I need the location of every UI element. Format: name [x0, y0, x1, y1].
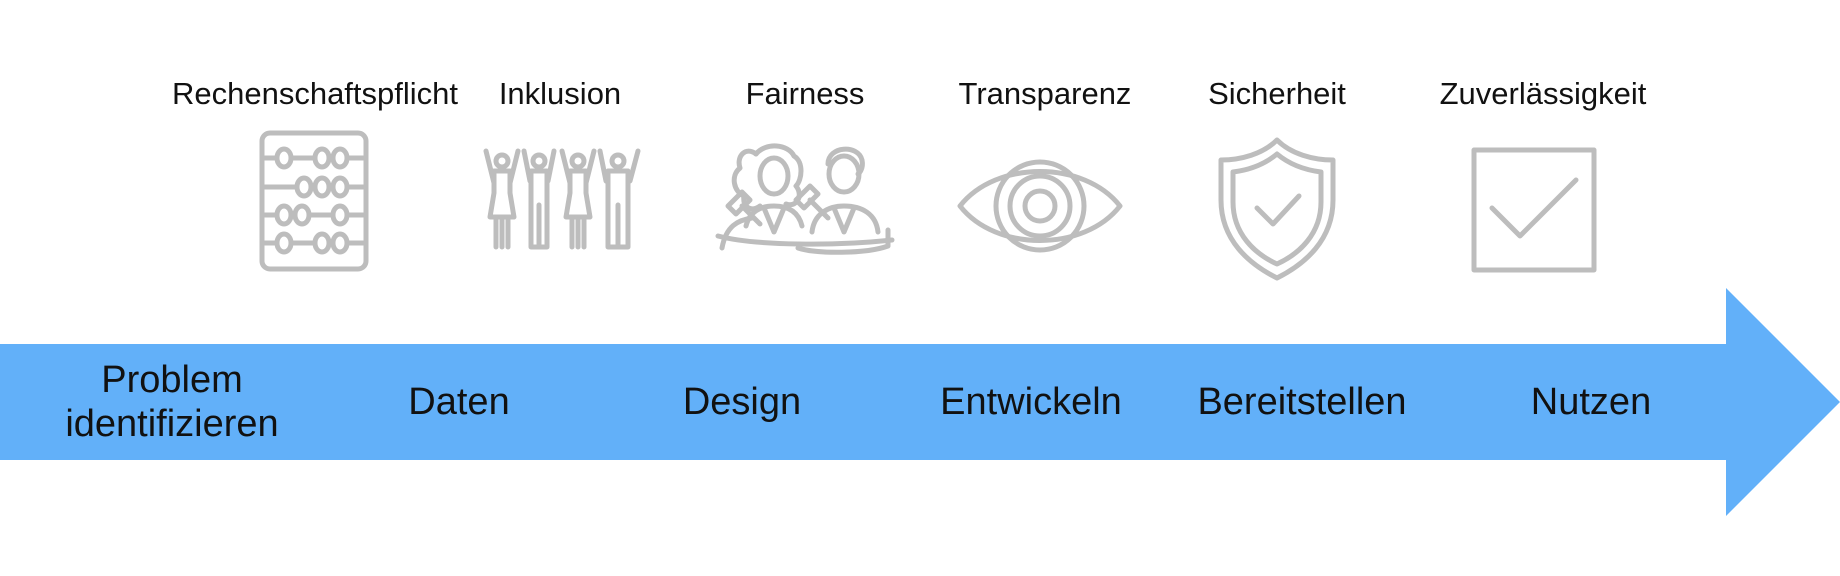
checkbox-icon	[1470, 146, 1598, 274]
principle-label-reliability: Zuverlässigkeit	[1439, 76, 1647, 111]
eye-icon	[956, 156, 1124, 256]
stage-use: Nutzen	[1530, 381, 1652, 423]
shield-check-icon	[1215, 136, 1339, 282]
principle-label-fairness: Fairness	[745, 76, 865, 111]
judge-people-icon	[715, 136, 895, 255]
principle-label-accountability: Rechenschaftspflicht	[171, 76, 459, 111]
stage-data: Daten	[408, 381, 510, 423]
principle-label-security: Sicherheit	[1208, 76, 1346, 111]
stage-design: Design	[682, 381, 802, 423]
principle-label-transparency: Transparenz	[958, 76, 1132, 111]
abacus-icon	[258, 130, 370, 272]
stage-deploy: Bereitstellen	[1197, 381, 1407, 423]
stage-problem-identify: Problem identifizieren	[65, 359, 279, 445]
stage-develop: Entwickeln	[940, 381, 1122, 423]
principle-label-inclusion: Inklusion	[498, 76, 622, 111]
people-group-icon	[482, 145, 642, 250]
